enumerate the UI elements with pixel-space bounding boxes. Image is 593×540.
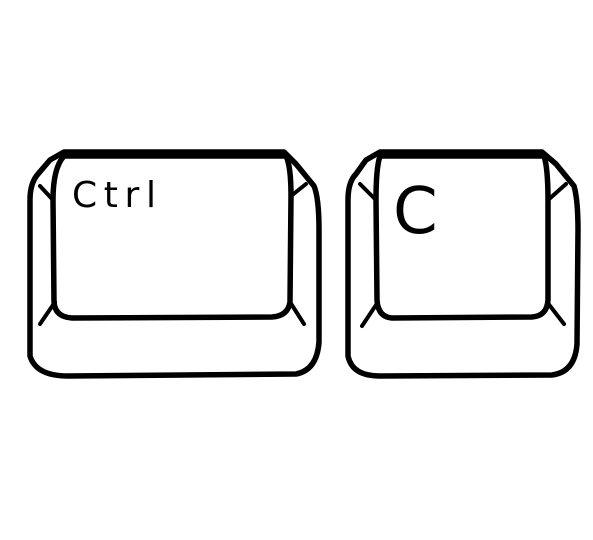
c-key-bevel	[358, 182, 568, 328]
ctrl-key-bevel	[38, 182, 308, 326]
ctrl-key: Ctrl	[27, 149, 322, 379]
ctrl-key-top-face	[50, 153, 294, 321]
c-key-outer-cap	[345, 149, 581, 379]
c-key-top-face	[373, 153, 551, 321]
ctrl-key-label: Ctrl	[72, 175, 156, 216]
ctrl-key-outer-cap	[27, 149, 322, 379]
c-key: C	[345, 149, 581, 379]
c-key-label: C	[393, 175, 438, 249]
